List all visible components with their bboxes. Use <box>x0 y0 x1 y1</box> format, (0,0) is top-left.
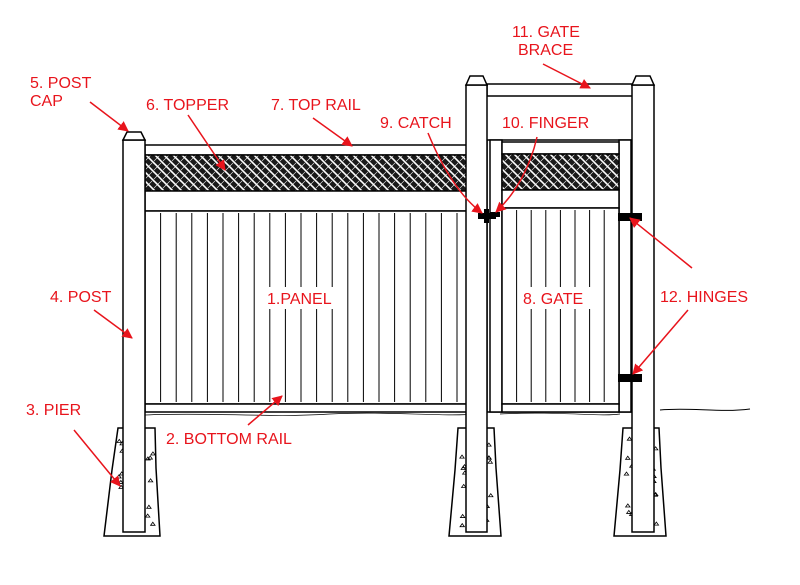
pier-speckle <box>653 521 660 526</box>
gate-right-stile <box>618 139 632 413</box>
arrow-post-cap <box>89 101 129 132</box>
post-left <box>121 131 147 533</box>
panel-label-bg <box>262 287 342 309</box>
label-panel: 1.PANEL <box>267 291 332 308</box>
arrow-hinge-bottom <box>632 309 689 375</box>
pier-speckle <box>487 492 494 498</box>
top-rail <box>144 144 473 156</box>
arrow-topper <box>187 114 226 171</box>
label-post-cap-line1: 5. POST <box>30 75 92 92</box>
gate-left-stile <box>489 139 503 413</box>
arrow-post <box>93 309 133 339</box>
label-hinges: 12. HINGES <box>660 289 748 306</box>
pier-speckle <box>626 436 633 441</box>
gate-topper-lattice <box>501 153 620 191</box>
topper-lattice <box>144 154 473 192</box>
label-topper: 6. TOPPER <box>146 97 229 114</box>
hinge-top <box>618 213 642 221</box>
bottom-rail <box>144 403 473 413</box>
pier-speckle <box>149 451 156 456</box>
ground-line-lower <box>144 412 621 416</box>
gate-label-bg <box>518 287 593 309</box>
pier-speckle <box>144 513 151 518</box>
gate-mid-rail <box>501 189 620 209</box>
post-cap-left <box>121 131 147 141</box>
label-gate: 8. GATE <box>523 291 583 308</box>
pier-speckle <box>149 521 156 526</box>
hinge-bottom <box>618 374 642 382</box>
label-finger: 10. FINGER <box>502 115 589 132</box>
pier-speckle <box>460 483 467 488</box>
leader-arrows <box>73 63 693 487</box>
arrow-pier <box>73 429 121 487</box>
arrow-hinge-top <box>629 217 693 269</box>
catch-bolt <box>484 209 489 223</box>
gate-brace <box>486 83 635 97</box>
label-top-rail: 7. TOP RAIL <box>271 97 361 114</box>
gate-bottom-rail <box>501 403 620 413</box>
pier-speckle <box>147 478 154 483</box>
pier-speckle <box>459 454 465 459</box>
pier-aggregate-dots <box>115 436 660 528</box>
mid-rail <box>144 190 473 212</box>
post-cap-right <box>630 75 656 86</box>
pier-speckle <box>487 459 494 464</box>
pier-speckle <box>485 442 492 447</box>
post-cap-middle <box>464 75 489 86</box>
post-middle <box>464 75 489 533</box>
label-bottom-rail: 2. BOTTOM RAIL <box>166 431 292 448</box>
pier-speckle <box>624 455 631 460</box>
post-right <box>630 75 656 533</box>
pier-speckle <box>459 522 466 528</box>
arrow-bottom-rail <box>247 395 283 426</box>
pier-speckle <box>623 471 630 476</box>
finger <box>490 212 500 217</box>
label-pier: 3. PIER <box>26 402 81 419</box>
label-gate-brace-line1: 11. GATE <box>512 24 580 41</box>
pier-speckle <box>459 513 466 518</box>
arrow-catch <box>427 132 483 214</box>
pier-speckle <box>147 455 154 460</box>
arrow-top-rail <box>312 117 353 147</box>
arrow-gate-brace <box>542 63 591 89</box>
label-post: 4. POST <box>50 289 112 306</box>
pier-speckle <box>486 455 493 460</box>
label-gate-brace-line2: BRACE <box>518 42 573 59</box>
pier-speckle <box>460 465 467 470</box>
pier-speckle <box>116 438 123 443</box>
pier-speckle <box>145 504 152 509</box>
pier-speckle <box>118 484 125 489</box>
gate-top-rail <box>501 141 620 155</box>
arrow-finger <box>495 136 538 213</box>
label-catch: 9. CATCH <box>380 115 452 132</box>
label-post-cap-line2: CAP <box>30 93 63 110</box>
pier-speckle <box>624 503 631 508</box>
pier-speckle <box>625 509 632 514</box>
